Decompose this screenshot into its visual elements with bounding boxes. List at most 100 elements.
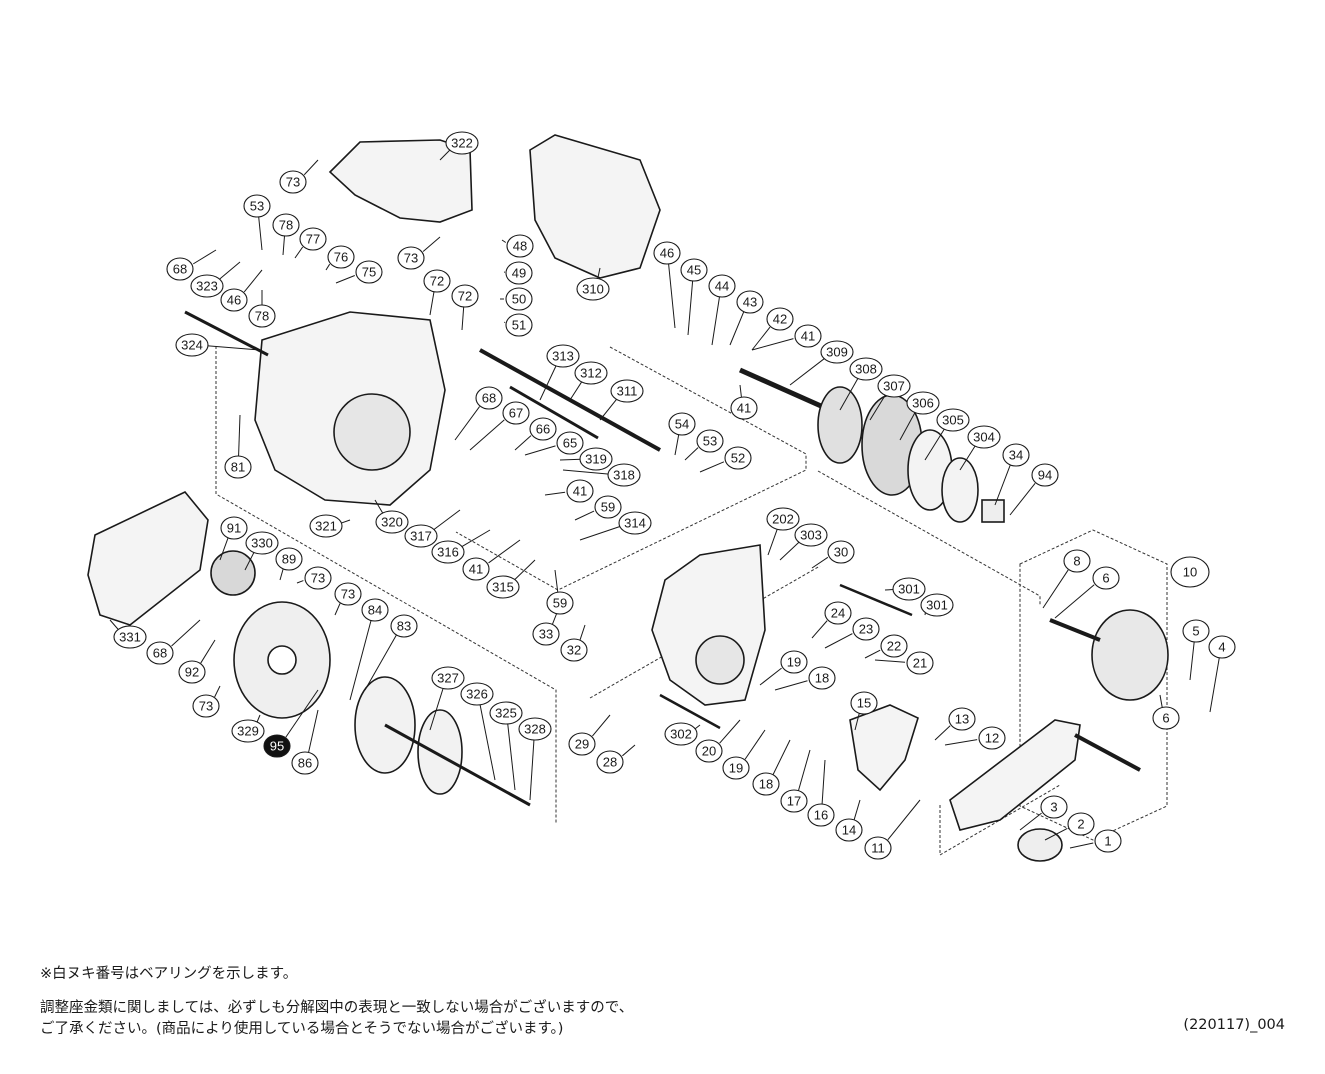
part-callout-17: 17 (780, 789, 808, 813)
part-number-label: 307 (883, 379, 905, 394)
leader-line (439, 149, 451, 161)
leader-line (219, 537, 229, 561)
part-callout-44: 44 (708, 274, 736, 298)
part-callout-78: 78 (248, 304, 276, 328)
leader-line (279, 568, 284, 581)
part-callout-3: 3 (1040, 795, 1068, 819)
part-callout-321: 321 (309, 514, 343, 538)
part-number-label: 30 (834, 545, 848, 560)
part-number-label: 53 (703, 434, 717, 449)
gear-330-part (210, 550, 256, 596)
part-callout-302: 302 (664, 722, 698, 746)
leader-line (1019, 812, 1042, 831)
leader-line (258, 216, 263, 251)
part-callout-322: 322 (445, 131, 479, 155)
part-callout-310: 310 (576, 277, 610, 301)
part-number-label: 301 (898, 582, 920, 597)
leader-line (109, 619, 119, 631)
leader-line (514, 559, 536, 581)
leader-line (599, 398, 618, 421)
part-number-label: 59 (553, 596, 567, 611)
part-number-label: 323 (196, 279, 218, 294)
leader-line (539, 365, 557, 401)
part-callout-326: 326 (460, 682, 494, 706)
part-callout-18: 18 (808, 666, 836, 690)
part-number-label: 73 (404, 251, 418, 266)
part-callout-15: 15 (850, 691, 878, 715)
part-number-label: 311 (617, 384, 638, 399)
part-number-label: 72 (430, 274, 444, 289)
part-number-label: 73 (199, 699, 213, 714)
part-callout-73: 73 (397, 246, 425, 270)
leader-line (244, 552, 255, 571)
part-callout-49: 49 (505, 261, 533, 285)
part-number-label: 44 (715, 279, 729, 294)
leader-line (294, 246, 304, 259)
part-callout-41: 41 (566, 479, 594, 503)
part-callout-54: 54 (668, 412, 696, 436)
part-callout-24: 24 (824, 601, 852, 625)
leader-line (924, 428, 945, 461)
leader-line (699, 461, 725, 473)
part-number-label: 95 (270, 739, 284, 754)
part-callout-301: 301 (892, 577, 926, 601)
part-callout-22: 22 (880, 634, 908, 658)
leader-line (429, 291, 435, 316)
part-number-label: 42 (773, 312, 787, 327)
part-callout-318: 318 (607, 463, 641, 487)
frame-bore-part (333, 393, 411, 471)
part-number-label: 19 (729, 761, 743, 776)
part-callout-46: 46 (653, 241, 681, 265)
leader-line (544, 491, 566, 496)
leader-line (238, 414, 241, 457)
part-callout-29: 29 (568, 732, 596, 756)
part-callout-305: 305 (936, 408, 970, 432)
leader-line (574, 510, 595, 521)
leader-line (334, 603, 341, 616)
leader-line (684, 447, 699, 461)
leader-line (308, 709, 319, 753)
leader-line (374, 499, 384, 514)
leader-line (824, 633, 853, 649)
part-callout-202: 202 (766, 507, 800, 531)
leader-line (579, 624, 586, 641)
part-callout-53: 53 (696, 429, 724, 453)
part-number-label: 68 (173, 262, 187, 277)
leader-line (349, 620, 372, 701)
leader-lines (109, 149, 1220, 849)
part-illustrations (87, 134, 1169, 862)
leader-line (296, 580, 304, 584)
leader-line (171, 619, 201, 647)
leader-line (821, 759, 826, 805)
part-callout-301: 301 (920, 593, 954, 617)
leader-line (285, 689, 319, 738)
leader-line (454, 406, 480, 441)
leader-line (789, 357, 826, 386)
part-number-label: 73 (286, 175, 300, 190)
leader-line (1054, 584, 1095, 619)
part-number-label: 17 (787, 794, 801, 809)
part-callout-28: 28 (596, 750, 624, 774)
part-callout-1: 1 (1094, 829, 1122, 853)
rod-324-part (184, 310, 269, 357)
knob-shaft-part (1049, 618, 1101, 642)
part-callout-78: 78 (272, 213, 300, 237)
part-callout-18: 18 (752, 772, 780, 796)
part-number-label: 83 (397, 619, 411, 634)
part-callout-52: 52 (724, 446, 752, 470)
part-number-label: 41 (573, 484, 587, 499)
part-number-label: 21 (913, 656, 927, 671)
leader-line (944, 739, 978, 746)
leader-line (853, 799, 861, 820)
leader-line (759, 667, 782, 686)
leader-line (864, 649, 881, 659)
bearing-note: ※白ヌキ番号はベアリングを示します。 (40, 966, 298, 982)
part-number-callouts: 3227373484950513105378777675683234678727… (113, 131, 1236, 860)
part-callout-6: 6 (1152, 706, 1180, 730)
part-callout-320: 320 (375, 510, 409, 534)
part-callout-329: 329 (231, 719, 265, 743)
part-callout-328: 328 (518, 717, 552, 741)
side-plate-part (529, 134, 661, 279)
handle-shaft-part (1074, 733, 1141, 772)
